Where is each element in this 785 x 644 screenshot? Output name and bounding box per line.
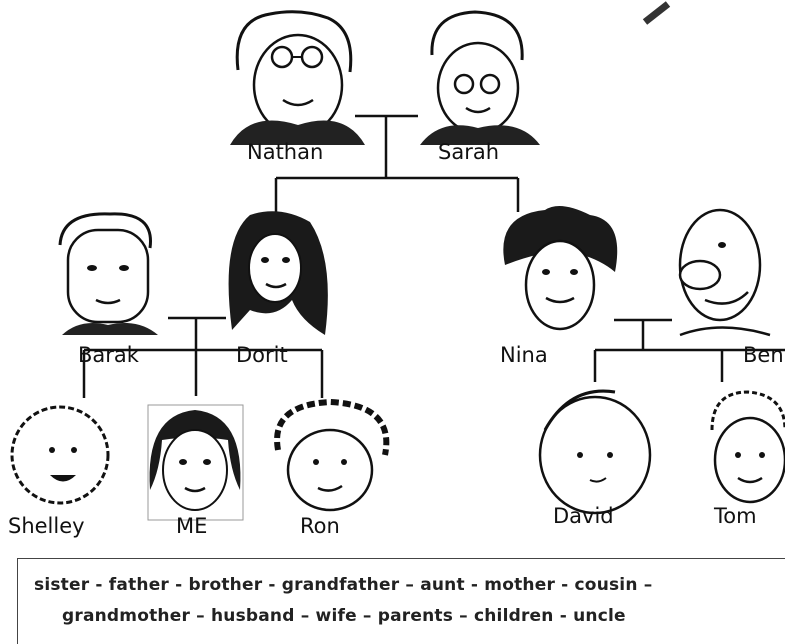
family-tree-diagram — [10, 1, 785, 521]
ron-portrait — [274, 398, 390, 512]
label-ron: Ron — [300, 514, 340, 538]
label-tom: Tom — [714, 504, 757, 528]
shelley-portrait — [10, 405, 110, 505]
nina-portrait — [503, 206, 618, 331]
nathan-portrait — [230, 10, 365, 145]
label-sarah: Sarah — [438, 140, 500, 164]
david-portrait — [538, 389, 652, 515]
label-barak: Barak — [78, 343, 139, 367]
sarah-portrait — [420, 10, 540, 145]
tom-portrait — [710, 390, 785, 504]
me-portrait — [147, 404, 244, 521]
connector-lines — [82, 1, 785, 398]
word-bank-box: sister - father - brother - grandfather … — [17, 558, 785, 644]
label-nathan: Nathan — [247, 140, 324, 164]
label-nina: Nina — [500, 343, 548, 367]
label-dorit: Dorit — [236, 343, 288, 367]
label-me: ME — [176, 514, 208, 538]
dorit-portrait — [228, 211, 328, 335]
label-shelley: Shelley — [8, 514, 85, 538]
label-ben: Ben — [743, 343, 784, 367]
ben-portrait — [678, 208, 771, 337]
label-david: David — [553, 504, 614, 528]
barak-portrait — [58, 212, 158, 335]
word-bank-line-2: grandmother – husband – wife – parents –… — [62, 606, 626, 626]
word-bank-line-1: sister - father - brother - grandfather … — [34, 575, 653, 595]
